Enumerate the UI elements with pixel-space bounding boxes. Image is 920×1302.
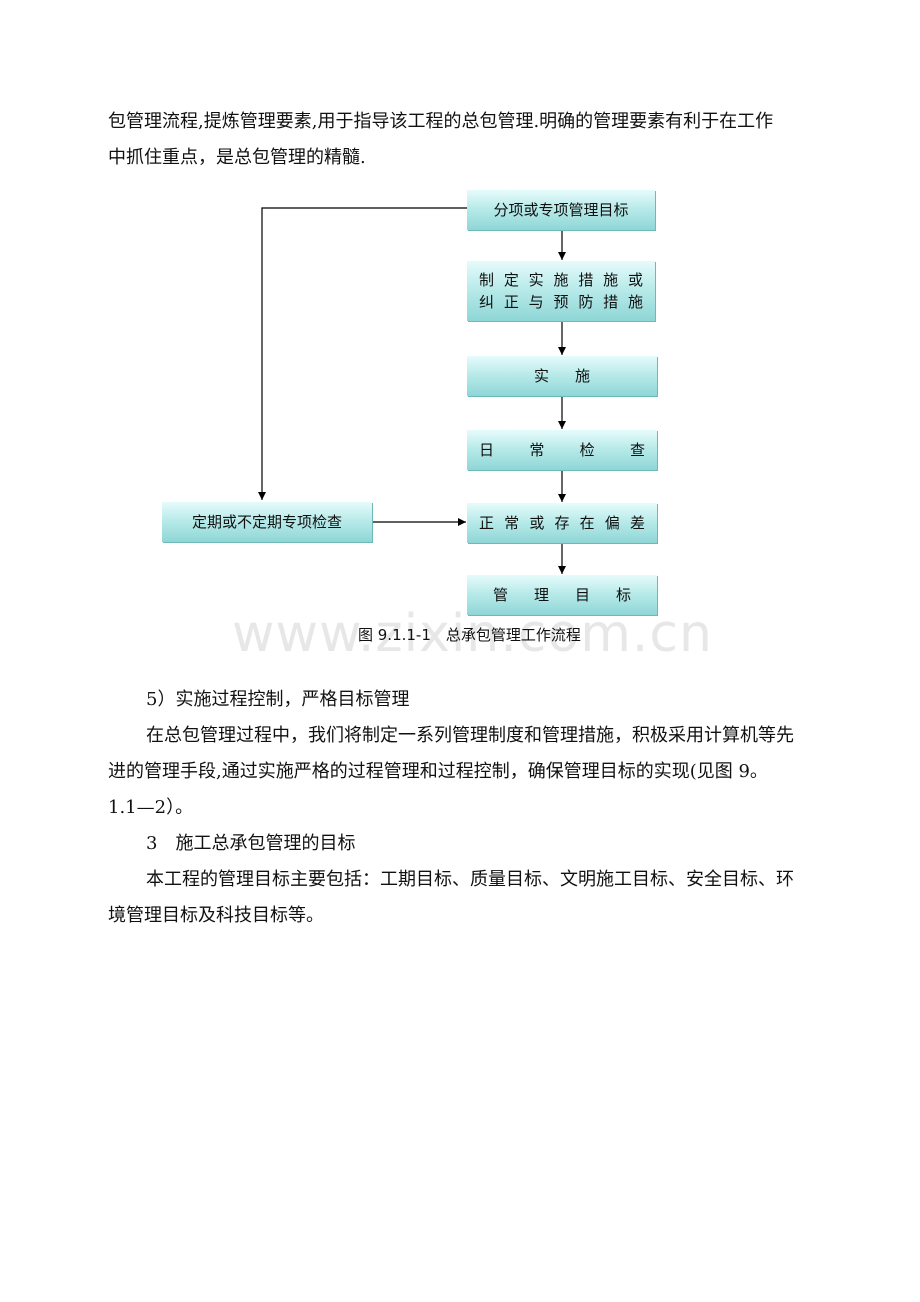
flow-box-daily-check: 日 常 检 查 (467, 430, 657, 470)
char: 查 (629, 441, 645, 459)
char: 施 (553, 271, 569, 289)
flow-box-subitem-target: 分项或专项管理目标 (467, 190, 655, 230)
paragraph-2-line-2: 进的管理手段,通过实施严格的过程管理和过程控制，确保管理目标的实现(见图 9。 (108, 761, 768, 782)
char: 措 (603, 293, 619, 311)
char: 制 (479, 271, 495, 289)
char: 防 (578, 293, 594, 311)
char: 纠 (479, 293, 495, 311)
flow-box-formulate-measures: 制 定 实 施 措 施 或 纠 正 与 预 防 措 施 (467, 261, 655, 321)
flow-box-periodic-inspection: 定期或不定期专项检查 (162, 502, 372, 542)
char: 与 (528, 293, 544, 311)
char: 偏 (604, 514, 620, 532)
paragraph-3-line-2: 境管理目标及科技目标等。 (108, 905, 324, 926)
char: 理 (533, 586, 549, 604)
char: 常 (529, 441, 545, 459)
char: 施 (575, 367, 591, 385)
arrow-box1-to-side-box (258, 207, 467, 500)
char: 日 (479, 441, 495, 459)
flow-box-implement: 实 施 (467, 356, 657, 396)
paragraph-1-line-2: 中抓住重点，是总包管理的精髓. (108, 147, 366, 168)
flow-box-formulate-row-2: 纠 正 与 预 防 措 施 (479, 291, 643, 313)
char: 差 (629, 514, 645, 532)
char: 在 (579, 514, 595, 532)
char: 实 (528, 271, 544, 289)
char: 或 (529, 514, 545, 532)
char: 存 (554, 514, 570, 532)
char: 措 (578, 271, 594, 289)
paragraph-3-line-1: 本工程的管理目标主要包括：工期目标、质量目标、文明施工目标、安全目标、环 (146, 869, 794, 890)
flow-box-normal-or-deviation: 正 常 或 存 在 偏 差 (467, 503, 657, 543)
char: 管 (493, 586, 509, 604)
char: 检 (579, 441, 595, 459)
char: 目 (574, 586, 590, 604)
heading-5: 5）实施过程控制，严格目标管理 (146, 689, 410, 710)
char: 常 (504, 514, 520, 532)
char: 定 (503, 271, 519, 289)
paragraph-2-line-1: 在总包管理过程中，我们将制定一系列管理制度和管理措施，积极采用计算机等先 (146, 725, 794, 746)
char: 标 (615, 586, 631, 604)
char: 施 (603, 271, 619, 289)
char: 预 (553, 293, 569, 311)
char: 正 (503, 293, 519, 311)
char: 施 (627, 293, 643, 311)
flow-box-management-target: 管 理 目 标 (467, 575, 657, 615)
figure-caption: 图 9.1.1-1 总承包管理工作流程 (358, 626, 581, 644)
flow-box-formulate-row-1: 制 定 实 施 措 施 或 (479, 269, 643, 291)
heading-3: 3 施工总承包管理的目标 (146, 833, 356, 854)
paragraph-2-line-3: 1.1—2）。 (108, 797, 194, 818)
char: 实 (533, 367, 549, 385)
paragraph-1-line-1: 包管理流程,提炼管理要素,用于指导该工程的总包管理.明确的管理要素有利于在工作 (108, 111, 774, 132)
char: 正 (479, 514, 495, 532)
char: 或 (627, 271, 643, 289)
